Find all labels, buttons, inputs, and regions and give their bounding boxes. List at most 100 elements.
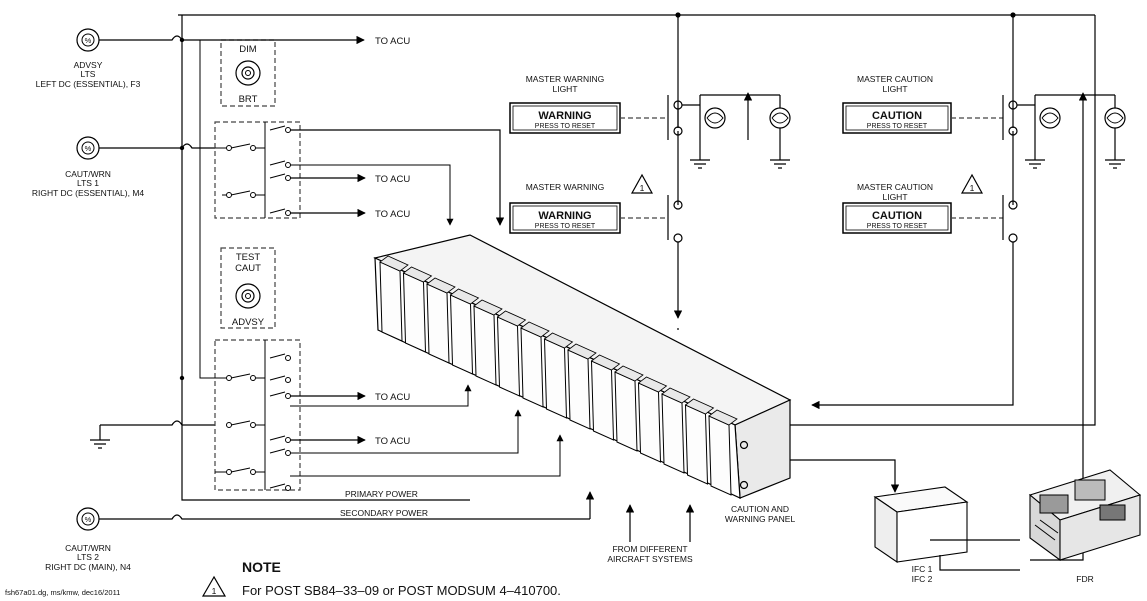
note-marker: 1 — [212, 586, 217, 596]
panel-light-module-top — [614, 365, 644, 382]
panel-label-line1: CAUTION AND — [731, 504, 789, 514]
breaker-cautwrn1-line3: RIGHT DC (ESSENTIAL), M4 — [32, 188, 145, 198]
panel-light-module-top — [473, 299, 503, 316]
breaker-advsy-line2: LTS — [81, 69, 96, 79]
panel-light-module — [520, 327, 544, 408]
panel-light-module — [449, 294, 474, 375]
breaker-cautwrn2-line2: LTS 2 — [77, 552, 99, 562]
mw1-button-sub: PRESS TO RESET — [535, 123, 596, 130]
svg-text:%: % — [85, 144, 92, 153]
panel-modules — [379, 255, 738, 496]
note-block: NOTE 1 For POST SB84–33–09 or POST MODSU… — [201, 559, 561, 598]
panel-light-module — [496, 316, 521, 397]
ground-symbol-left — [90, 420, 215, 449]
advsy-label: ADVSY — [232, 317, 265, 328]
panel-screws — [739, 440, 749, 490]
panel-light-module-top — [567, 343, 597, 360]
secondary-power-label: SECONDARY POWER — [340, 508, 428, 518]
panel-light-module — [661, 393, 685, 474]
mw2-button-sub: PRESS TO RESET — [535, 223, 596, 230]
mw2-title-1: MASTER WARNING — [526, 182, 605, 192]
fdr-label: FDR — [1076, 574, 1093, 584]
panel-light-module — [473, 305, 497, 386]
note-title: NOTE — [242, 559, 281, 575]
mc2-title-2: LIGHT — [882, 192, 907, 202]
caut-label: CAUT — [235, 263, 261, 274]
mw1-button — [509, 102, 621, 134]
mc2-button-sub: PRESS TO RESET — [867, 223, 928, 230]
panel-light-module — [637, 382, 662, 463]
breaker-cautwrn1-name: CAUT/WRN — [65, 169, 111, 179]
note-text: For POST SB84–33–09 or POST MODSUM 4–410… — [242, 583, 561, 598]
master-caution-light-2: MASTER CAUTION LIGHT 1 CAUTION PRESS TO … — [811, 173, 1018, 410]
panel-light-module — [567, 349, 591, 430]
breaker-advsy-line3: LEFT DC (ESSENTIAL), F3 — [36, 79, 141, 89]
panel-light-module-top — [684, 398, 715, 415]
panel-light-module-top — [543, 332, 574, 349]
panel-light-module-top — [379, 255, 409, 272]
master-warning-light-1: MASTER WARNING LIGHT WARNING PRESS TO RE… — [509, 74, 791, 205]
mc1-title-1: MASTER CAUTION — [857, 74, 933, 84]
panel-label-line2: WARNING PANEL — [725, 514, 796, 524]
from-systems-line1: FROM DIFFERENT — [612, 544, 687, 554]
panel-light-module-top — [520, 321, 550, 338]
to-acu-label-4: TO ACU — [375, 392, 410, 403]
mw1-button-text: WARNING — [538, 110, 591, 122]
panel-light-module-top — [449, 288, 480, 305]
panel-light-module — [590, 360, 615, 441]
relay-block-upper — [214, 121, 505, 226]
mc1-button-text: CAUTION — [872, 110, 922, 122]
panel-light-module — [402, 272, 427, 353]
breaker-cautwrn1-line2: LTS 1 — [77, 178, 99, 188]
relay-block-lower — [199, 40, 564, 491]
mc1-title-2: LIGHT — [882, 84, 907, 94]
panel-light-module-top — [426, 277, 456, 294]
ifc-label-1: IFC 1 — [912, 564, 933, 574]
panel-light-module-top — [637, 376, 668, 393]
mw1-title-2: LIGHT — [552, 84, 577, 94]
breaker-cautwrn-1: % CAUT/WRN LTS 1 RIGHT DC (ESSENTIAL), M… — [32, 136, 215, 198]
breaker-cautwrn-2: % CAUT/WRN LTS 2 RIGHT DC (MAIN), N4 — [45, 507, 590, 572]
panel-light-module — [684, 404, 709, 485]
primary-power-label: PRIMARY POWER — [345, 489, 418, 499]
breaker-cautwrn2-name: CAUT/WRN — [65, 543, 111, 553]
mc2-button — [842, 202, 952, 234]
master-warning-light-2: MASTER WARNING 1 WARNING PRESS TO RESET — [509, 173, 683, 319]
mw2-button-text: WARNING — [538, 210, 591, 222]
from-systems-line2: AIRCRAFT SYSTEMS — [607, 554, 693, 564]
mw1-title-1: MASTER WARNING — [526, 74, 605, 84]
to-acu-label-1: TO ACU — [375, 36, 410, 47]
svg-text:%: % — [85, 36, 92, 45]
panel-light-module-top — [402, 266, 433, 283]
ifc-box: IFC 1 IFC 2 — [790, 459, 1020, 584]
mc2-title-1: MASTER CAUTION — [857, 182, 933, 192]
note-marker-mw2: 1 — [640, 183, 645, 193]
mc2-button-text: CAUTION — [872, 210, 922, 222]
test-caut-advsy-switch: TEST CAUT ADVSY — [220, 247, 276, 329]
mc1-button — [842, 102, 952, 134]
svg-text:%: % — [85, 515, 92, 524]
drawing-reference: fsh67a01.dg, ms/kmw, dec16/2011 — [5, 588, 120, 597]
dim-label: DIM — [239, 44, 257, 55]
breaker-cautwrn2-line3: RIGHT DC (MAIN), N4 — [45, 562, 131, 572]
breaker-advsy-name: ADVSY — [74, 60, 103, 70]
to-acu-label-2: TO ACU — [375, 174, 410, 185]
panel-light-module — [543, 338, 568, 419]
test-label: TEST — [236, 252, 260, 263]
master-caution-light-1: MASTER CAUTION LIGHT CAUTION PRESS TO RE… — [842, 74, 1126, 561]
mc1-button-sub: PRESS TO RESET — [867, 123, 928, 130]
to-acu-label-5: TO ACU — [375, 436, 410, 447]
panel-light-module — [426, 283, 450, 364]
mw2-button — [509, 202, 621, 234]
panel-light-module-top — [590, 354, 621, 371]
panel-light-module-top — [708, 409, 738, 426]
panel-light-module-top — [496, 310, 527, 327]
dim-brt-switch: DIM BRT — [220, 39, 276, 107]
panel-light-module — [379, 261, 403, 342]
fdr-device: FDR — [1028, 469, 1142, 584]
panel-light-module — [614, 371, 638, 452]
brt-label: BRT — [239, 94, 258, 105]
panel-light-module — [708, 415, 732, 496]
panel-light-module-top — [661, 387, 691, 404]
